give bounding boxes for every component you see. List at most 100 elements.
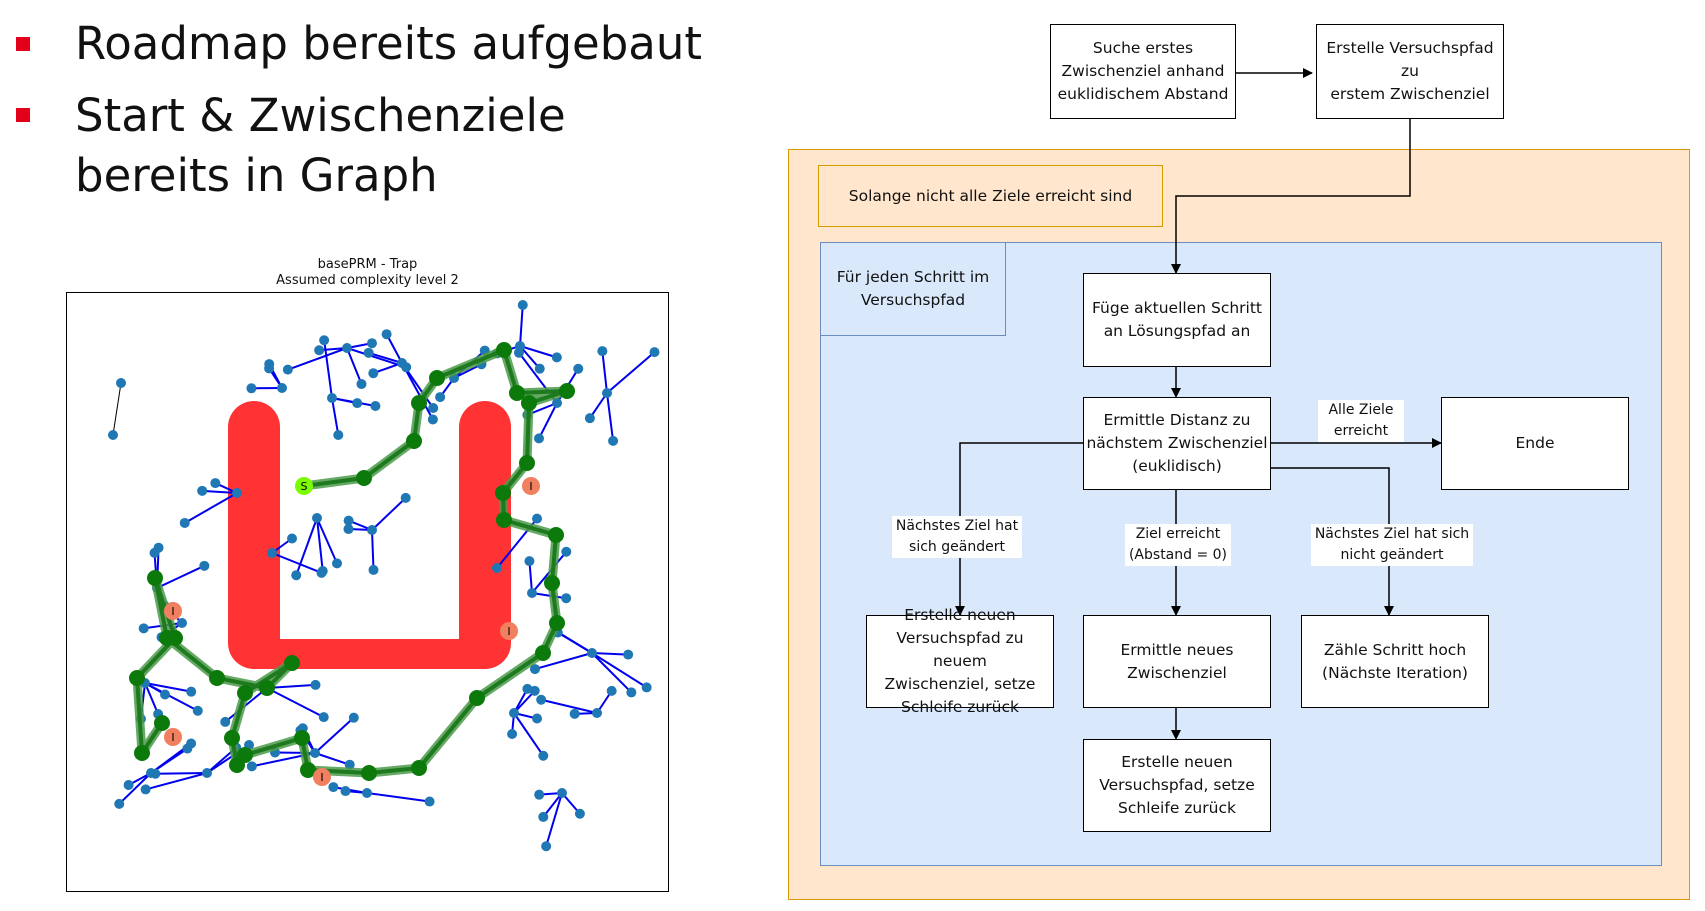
roadmap-node <box>536 694 547 705</box>
box-new-goal: Ermittle neues Zwischenziel <box>1083 615 1271 708</box>
roadmap-edge <box>314 752 351 766</box>
roadmap-edge <box>368 351 403 364</box>
roadmap-node <box>220 716 231 727</box>
bullet-text-2a: Start & Zwischenziele <box>75 89 566 142</box>
roadmap-edge <box>591 652 633 694</box>
roadmap-edge <box>556 630 593 654</box>
plot-subtitle: Assumed complexity level 2 <box>276 273 459 288</box>
roadmap-edge <box>606 351 656 394</box>
solution-node <box>284 655 300 671</box>
interim-node-label: I <box>507 625 510 638</box>
roadmap-edge <box>316 517 324 572</box>
solution-node <box>429 370 445 386</box>
roadmap-node <box>310 748 320 758</box>
roadmap-node <box>569 708 580 719</box>
roadmap-node <box>246 761 257 772</box>
roadmap-edge <box>542 792 563 818</box>
label-goal-reached: Ziel erreicht (Abstand = 0) <box>1125 524 1231 566</box>
roadmap-node <box>513 347 524 358</box>
roadmap-node <box>199 560 210 571</box>
roadmap-edge <box>591 652 648 689</box>
roadmap-node <box>277 383 287 393</box>
roadmap-edge <box>591 652 629 656</box>
roadmap-node <box>138 623 149 634</box>
solution-node <box>154 715 170 731</box>
roadmap-edge <box>519 345 558 359</box>
roadmap-node <box>282 364 293 375</box>
roadmap-node <box>356 379 367 390</box>
roadmap-node <box>332 558 343 569</box>
solution-node <box>229 757 245 773</box>
roadmap-node <box>116 378 126 388</box>
arrow-create-to-append <box>1171 119 1411 274</box>
roadmap-node <box>397 358 407 368</box>
roadmap-edge <box>453 363 482 379</box>
solution-node <box>356 470 372 486</box>
box-end: Ende <box>1441 397 1629 490</box>
roadmap-node <box>342 343 352 353</box>
solution-node <box>300 762 316 778</box>
roadmap-node <box>574 808 585 819</box>
solution-node <box>535 645 551 661</box>
roadmap-node <box>626 687 637 698</box>
arrow-distance-to-count <box>1270 467 1394 616</box>
roadmap-node <box>641 682 652 693</box>
roadmap-node <box>606 685 617 696</box>
label-goal-unchanged: Nächstes Ziel hat sich nicht geändert <box>1311 524 1473 566</box>
solution-node <box>411 760 427 776</box>
interim-node-label: I <box>171 605 174 618</box>
roadmap-node <box>424 796 435 807</box>
box-distance: Ermittle Distanz zu nächstem Zwischenzie… <box>1083 397 1271 490</box>
roadmap-edge <box>528 561 533 594</box>
solution-node <box>237 685 253 701</box>
solution-node <box>406 433 422 449</box>
roadmap-node <box>140 784 151 795</box>
solution-node <box>495 485 511 501</box>
roadmap-edge <box>606 392 615 442</box>
roadmap-node <box>232 488 242 498</box>
roadmap-node <box>202 768 212 778</box>
roadmap-node <box>534 789 545 800</box>
interim-node <box>500 622 518 640</box>
roadmap-node <box>340 786 351 797</box>
roadmap-edge <box>371 529 375 570</box>
roadmap-node <box>541 841 552 852</box>
roadmap-edge <box>155 772 208 775</box>
roadmap-node <box>343 524 354 535</box>
roadmap-node <box>400 492 411 503</box>
solution-node <box>361 765 377 781</box>
label-all-goals-reached: Alle Ziele erreicht <box>1318 400 1404 442</box>
label-goal-changed: Nächstes Ziel hat sich geändert <box>892 516 1022 558</box>
solution-node <box>519 455 535 471</box>
box-create-first-path: Erstelle Versuchspfad zu erstem Zwischen… <box>1316 24 1504 119</box>
roadmap-node <box>348 712 359 723</box>
roadmap-node <box>649 347 660 358</box>
roadmap-edge <box>540 698 598 714</box>
loop-label: Solange nicht alle Ziele erreicht sind <box>818 165 1163 227</box>
solution-node <box>167 630 183 646</box>
roadmap-node <box>561 546 572 557</box>
roadmap-node <box>584 413 595 424</box>
solution-node <box>294 730 310 746</box>
interim-node-label: I <box>171 731 174 744</box>
solution-node <box>544 575 560 591</box>
roadmap-node <box>427 414 438 425</box>
roadmap-node <box>529 664 540 675</box>
roadmap-node <box>160 689 171 700</box>
roadmap-edge <box>534 652 593 671</box>
roadmap-edge <box>589 392 608 419</box>
roadmap-edge <box>156 564 205 589</box>
roadmap-node <box>370 400 381 411</box>
solution-node <box>559 383 575 399</box>
roadmap-node <box>492 563 502 573</box>
roadmap-node <box>522 683 533 694</box>
roadmap-edge <box>513 712 545 757</box>
roadmap-edge <box>372 362 403 375</box>
solution-node <box>129 670 145 686</box>
roadmap-node <box>381 329 392 340</box>
roadmap-edge <box>401 362 434 420</box>
roadmap-node <box>186 686 197 697</box>
roadmap-edge <box>144 682 160 715</box>
